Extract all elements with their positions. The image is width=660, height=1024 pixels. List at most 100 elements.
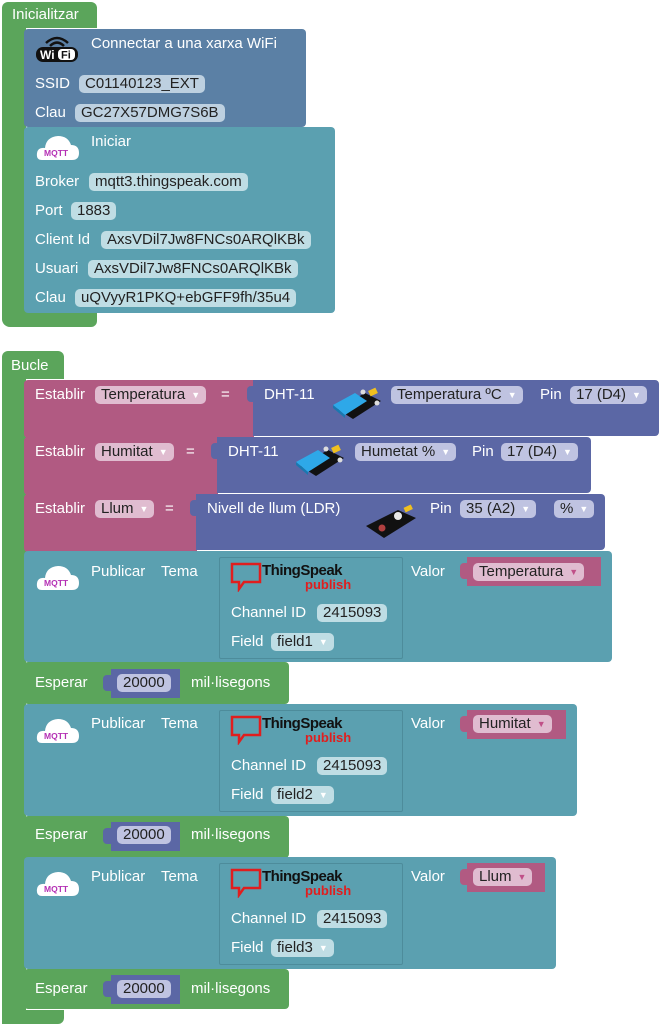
publish-label: Publicar xyxy=(91,715,146,732)
variable-dropdown[interactable]: Temperatura▼ xyxy=(473,563,585,581)
broker-label: Broker xyxy=(35,173,80,190)
svg-text:Fi: Fi xyxy=(61,50,71,62)
client-id-label: Client Id xyxy=(35,231,91,248)
loop-hat-label: Bucle xyxy=(11,357,49,374)
dropdown-arrow-icon: ▼ xyxy=(139,504,149,514)
port-label: Port xyxy=(35,202,63,219)
thingspeak-publish-block[interactable] xyxy=(219,557,403,659)
channel-id-input[interactable]: 2415093 xyxy=(317,604,388,622)
mqtt-init-title: Iniciar xyxy=(91,133,132,150)
sensor-name: Nivell de llum (LDR) xyxy=(207,500,341,517)
port-input[interactable]: 1883 xyxy=(71,202,117,220)
user-input[interactable]: AxsVDil7Jw8FNCs0ARQlKBk xyxy=(88,260,298,278)
svg-text:Wi: Wi xyxy=(40,48,55,62)
set-label: Establir xyxy=(35,443,86,460)
ssid-input[interactable]: C01140123_EXT xyxy=(79,75,205,93)
pin-label: Pin xyxy=(430,500,452,517)
set-label: Establir xyxy=(35,500,86,517)
mqtt-cloud-icon: MQTT xyxy=(36,715,80,745)
broker-input[interactable]: mqtt3.thingspeak.com xyxy=(89,173,248,191)
loop-c-bottom xyxy=(2,1010,64,1024)
input-connector xyxy=(460,563,468,579)
channel-id-input[interactable]: 2415093 xyxy=(317,910,388,928)
dropdown-arrow-icon: ▼ xyxy=(318,790,328,800)
wait-label: Esperar xyxy=(35,980,88,997)
thingspeak-chat-icon xyxy=(230,868,262,899)
pin-label: Pin xyxy=(540,386,562,403)
thingspeak-brand: ThingSpeak xyxy=(262,715,343,732)
dropdown-arrow-icon: ▼ xyxy=(579,504,589,514)
dropdown-arrow-icon: ▼ xyxy=(521,504,531,514)
init-hat-label: Inicialitzar xyxy=(12,6,79,23)
wifi-title: Connectar a una xarxa WiFi xyxy=(91,35,277,52)
thingspeak-sub: publish xyxy=(305,577,352,592)
pin-dropdown[interactable]: 17 (D4)▼ xyxy=(501,443,578,461)
wait-label: Esperar xyxy=(35,674,88,691)
variable-dropdown-humitat[interactable]: Humitat▼ xyxy=(95,443,174,461)
mqtt-cloud-icon: MQTT xyxy=(36,868,80,898)
topic-label: Tema xyxy=(161,868,198,885)
thingspeak-brand: ThingSpeak xyxy=(262,868,343,885)
thingspeak-sub: publish xyxy=(305,730,352,745)
mqtt-key-input[interactable]: uQVyyR1PKQ+ebGFF9fh/35u4 xyxy=(75,289,297,307)
wait-ms-input[interactable]: 20000 xyxy=(117,826,171,844)
dropdown-arrow-icon: ▼ xyxy=(191,390,201,400)
variable-dropdown[interactable]: Llum▼ xyxy=(473,868,533,886)
mqtt-cloud-icon: MQTT xyxy=(36,132,80,162)
thingspeak-chat-icon xyxy=(230,562,262,593)
wait-ms-input[interactable]: 20000 xyxy=(117,674,171,692)
input-connector xyxy=(103,675,111,691)
variable-dropdown-llum[interactable]: Llum▼ xyxy=(95,500,155,518)
channel-id-input[interactable]: 2415093 xyxy=(317,757,388,775)
input-connector xyxy=(460,716,468,732)
channel-id-label: Channel ID xyxy=(231,910,307,927)
sensor-name: DHT-11 xyxy=(264,386,315,403)
topic-label: Tema xyxy=(161,563,198,580)
wifi-key-input[interactable]: GC27X57DMG7S6B xyxy=(75,104,225,122)
dropdown-arrow-icon: ▼ xyxy=(563,447,572,457)
unit-dropdown[interactable]: %▼ xyxy=(554,500,595,518)
loop-hat-block[interactable] xyxy=(2,351,64,379)
input-connector xyxy=(103,981,111,997)
svg-text:MQTT: MQTT xyxy=(44,578,69,588)
field-dropdown[interactable]: field2▼ xyxy=(271,786,334,804)
value-label: Valor xyxy=(411,563,445,580)
user-label: Usuari xyxy=(35,260,79,277)
init-c-arm xyxy=(2,26,26,326)
field-dropdown[interactable]: field3▼ xyxy=(271,939,334,957)
measure-dropdown-temperature[interactable]: Temperatura ºC▼ xyxy=(391,386,523,404)
input-connector xyxy=(247,386,255,402)
input-connector xyxy=(211,443,219,459)
init-c-bottom xyxy=(2,312,97,327)
channel-id-label: Channel ID xyxy=(231,757,307,774)
ldr-sensor-icon xyxy=(364,500,420,540)
dht11-sensor-icon xyxy=(292,438,348,478)
pin-dropdown[interactable]: 17 (D4)▼ xyxy=(570,386,647,404)
input-connector xyxy=(460,869,468,885)
dropdown-arrow-icon: ▼ xyxy=(517,872,527,882)
svg-text:MQTT: MQTT xyxy=(44,731,69,741)
loop-c-arm xyxy=(2,377,26,1023)
field-label: Field xyxy=(231,633,264,650)
field-dropdown[interactable]: field1▼ xyxy=(271,633,334,651)
client-id-input[interactable]: AxsVDil7Jw8FNCs0ARQlKBk xyxy=(101,231,311,249)
variable-dropdown-temperatura[interactable]: Temperatura▼ xyxy=(95,386,207,404)
value-label: Valor xyxy=(411,868,445,885)
dropdown-arrow-icon: ▼ xyxy=(441,447,451,457)
dropdown-arrow-icon: ▼ xyxy=(318,943,328,953)
dht11-sensor-icon xyxy=(329,381,385,421)
measure-dropdown-humidity[interactable]: Humetat %▼ xyxy=(355,443,457,461)
mqtt-cloud-icon: MQTT xyxy=(36,562,80,592)
ssid-label: SSID xyxy=(35,75,71,92)
dropdown-arrow-icon: ▼ xyxy=(318,637,328,647)
thingspeak-publish-block[interactable] xyxy=(219,863,403,965)
init-hat-block[interactable] xyxy=(2,2,97,28)
pin-dropdown[interactable]: 35 (A2)▼ xyxy=(460,500,537,518)
input-connector xyxy=(190,500,198,516)
wait-unit: mil·lisegons xyxy=(191,674,271,691)
equals-sign: = xyxy=(186,443,195,460)
wait-ms-input[interactable]: 20000 xyxy=(117,980,171,998)
thingspeak-publish-block[interactable] xyxy=(219,710,403,812)
variable-dropdown[interactable]: Humitat▼ xyxy=(473,715,552,733)
wait-unit: mil·lisegons xyxy=(191,980,271,997)
